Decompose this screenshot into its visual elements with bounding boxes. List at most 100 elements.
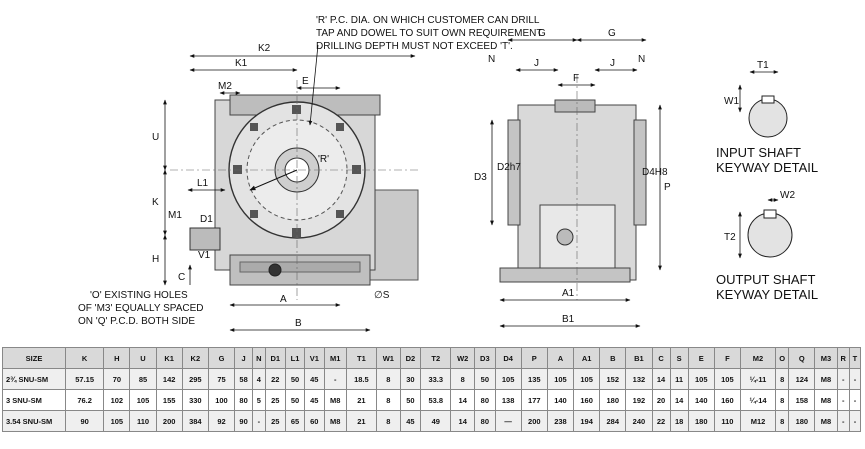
rpcd-note-line-3: DRILLING DEPTH MUST NOT EXCEED 'T'. (316, 41, 513, 52)
table-cell: M8 (814, 389, 838, 411)
table-cell: - (252, 410, 266, 432)
table-cell: 50 (399, 389, 422, 411)
table-header-cell: V1 (303, 347, 325, 369)
table-cell: 192 (625, 389, 653, 411)
table-cell: 50 (285, 368, 305, 390)
table-cell: 8 (375, 389, 401, 411)
table-cell: 85 (129, 368, 157, 390)
label-u: U (152, 132, 159, 143)
label-w2: W2 (780, 190, 795, 201)
table-cell: 33.3 (420, 368, 452, 390)
front-view (499, 75, 647, 300)
table-header-cell: D3 (474, 347, 496, 369)
label-j-left: J (534, 58, 539, 69)
table-header-cell: B (599, 347, 627, 369)
keyway-details (747, 95, 793, 258)
table-cell: 177 (520, 389, 548, 411)
rpcd-note-line-1: 'R' P.C. DIA. ON WHICH CUSTOMER CAN DRIL… (316, 15, 540, 26)
drawing-labels: 'R' P.C. DIA. ON WHICH CUSTOMER CAN DRIL… (78, 15, 818, 329)
table-cell: - (836, 368, 850, 390)
table-cell: 90 (234, 410, 254, 432)
label-f: F (573, 73, 579, 84)
label-k2: K2 (258, 43, 271, 54)
table-cell: 138 (494, 389, 522, 411)
table-header-cell: R (836, 347, 850, 369)
table-header-cell: F (713, 347, 741, 369)
table-cell: 25 (264, 389, 287, 411)
table-cell: 4 (252, 368, 266, 390)
table-cell: 57.15 (64, 368, 105, 390)
label-d2: D2h7 (497, 162, 521, 173)
table-cell: 238 (546, 410, 575, 432)
table-cell: 8 (450, 368, 476, 390)
table-cell: 20 (651, 389, 671, 411)
label-b: B (295, 318, 302, 329)
table-header-cell: A1 (573, 347, 601, 369)
table-cell: 8 (375, 368, 401, 390)
table-cell: 180 (687, 410, 715, 432)
table-cell: 70 (103, 368, 131, 390)
table-header-cell: D4 (494, 347, 522, 369)
table-cell: 80 (474, 389, 496, 411)
table-cell: - (836, 410, 850, 432)
keyway-dimensions (738, 70, 779, 259)
table-header-cell: D1 (264, 347, 287, 369)
holes-note-line-3: ON 'Q' P.C.D. BOTH SIDE (78, 316, 195, 327)
table-cell: 3.54 SNU-SM (2, 410, 66, 432)
table-header-cell: H (103, 347, 131, 369)
table-cell: 330 (181, 389, 209, 411)
table-cell: 135 (520, 368, 548, 390)
label-m2: M2 (218, 81, 232, 92)
table-cell: 14 (669, 389, 689, 411)
table-cell: - (848, 389, 862, 411)
table-cell: 295 (181, 368, 209, 390)
label-t2: T2 (724, 232, 736, 243)
label-j-right: J (610, 58, 615, 69)
table-header-cell: K (64, 347, 105, 369)
table-header-cell: B1 (625, 347, 653, 369)
label-d3: D3 (474, 172, 487, 183)
table-cell: 384 (181, 410, 209, 432)
table-header-cell: M2 (739, 347, 777, 369)
table-cell: 158 (788, 389, 816, 411)
table-cell: 200 (520, 410, 548, 432)
table-cell: 8 (375, 410, 401, 432)
table-cell: 100 (207, 389, 236, 411)
label-d4: D4H8 (642, 167, 668, 178)
output-keyway-title-1: OUTPUT SHAFT (716, 272, 815, 287)
table-header-cell: O (775, 347, 790, 369)
holes-note-line-2: OF 'M3' EQUALLY SPACED (78, 303, 204, 314)
input-keyway-title-2: KEYWAY DETAIL (716, 160, 818, 175)
table-header-cell: N (252, 347, 266, 369)
label-w1: W1 (724, 96, 739, 107)
label-t1: T1 (757, 60, 769, 71)
table-cell: 105 (573, 368, 601, 390)
label-b1: B1 (562, 314, 575, 325)
table-cell: 8 (775, 410, 790, 432)
label-n-left: N (488, 54, 495, 65)
table-cell: M8 (814, 410, 838, 432)
table-cell: 21 (345, 410, 377, 432)
label-g-left: G (538, 28, 546, 39)
table-cell: 194 (573, 410, 601, 432)
table-cell: 14 (450, 389, 476, 411)
table-header-cell: C (651, 347, 671, 369)
table-header-cell: S (669, 347, 689, 369)
table-cell: 80 (474, 410, 496, 432)
table-cell: 8 (775, 368, 790, 390)
table-cell: - (848, 368, 862, 390)
label-v1: V1 (198, 250, 211, 261)
table-cell: — (494, 410, 522, 432)
table-cell: 110 (713, 410, 741, 432)
table-cell: 80 (234, 389, 254, 411)
table-cell: 22 (651, 410, 671, 432)
table-cell: 132 (625, 368, 653, 390)
label-c: C (178, 272, 185, 283)
table-cell: ¼-11 (739, 368, 777, 390)
table-cell: 75 (207, 368, 236, 390)
label-d1: D1 (200, 214, 213, 225)
